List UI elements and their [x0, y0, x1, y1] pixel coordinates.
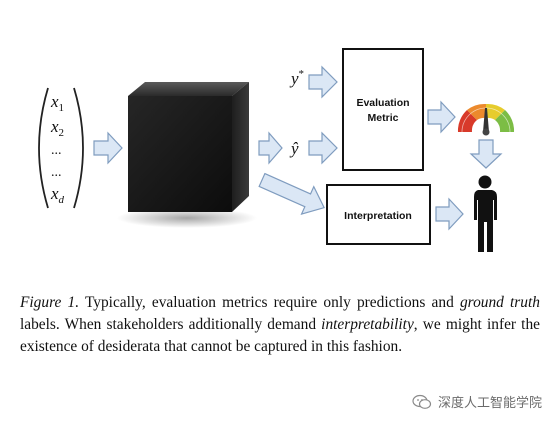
gauge-needle: [483, 108, 489, 132]
left-paren: [38, 87, 49, 209]
gauge-icon: [457, 103, 515, 136]
input-ellipsis-2: ...: [51, 165, 62, 180]
watermark: 深度人工智能学院: [412, 392, 542, 411]
arrow-gauge-to-person: [469, 139, 503, 169]
caption-text-3: , we might infer the existence of deside…: [20, 316, 540, 355]
input-x2: x2: [50, 117, 64, 139]
caption-emphasis-interpretability: interpretability: [321, 316, 414, 333]
cube-top: [128, 82, 249, 96]
interpretation-label: Interpretation: [344, 210, 412, 222]
diagram: x1 x2 ... ... xd y* ŷ Evaluation Metric: [38, 48, 515, 252]
input-x1: x1: [50, 92, 64, 114]
arrow-model-to-interpretation: [258, 172, 325, 215]
prediction-label: ŷ: [289, 139, 299, 158]
arrow-interpretation-to-person: [435, 197, 464, 231]
figure-caption: Figure 1. Typically, evaluation metrics …: [20, 292, 540, 358]
arrow-model-to-yhat: [258, 131, 283, 165]
input-vector: x1 x2 ... ... xd: [38, 87, 84, 209]
arrow-ystar-to-metric: [308, 65, 338, 99]
wechat-icon: [412, 394, 432, 409]
right-paren: [73, 87, 84, 209]
interpretation-box: Interpretation: [326, 184, 431, 245]
figure-label: Figure 1.: [20, 294, 80, 311]
input-ellipsis-1: ...: [51, 143, 62, 158]
caption-text-2: labels. When stakeholders additionally d…: [20, 316, 322, 333]
watermark-text: 深度人工智能学院: [438, 396, 543, 411]
black-box-model: [117, 82, 257, 228]
cube-front: [128, 96, 232, 212]
arrow-input-to-model: [93, 131, 123, 165]
ground-truth-label: y*: [289, 68, 304, 88]
input-xd: xd: [50, 184, 65, 206]
cube-side: [232, 82, 249, 212]
caption-text-1: Typically, evaluation metrics require on…: [79, 294, 460, 311]
evaluation-metric-label-line2: Metric: [368, 112, 399, 124]
arrow-yhat-to-metric: [308, 131, 338, 165]
arrow-metric-to-gauge: [427, 100, 456, 134]
caption-emphasis-ground-truth: ground truth: [459, 294, 540, 311]
stakeholder-person-icon: [474, 175, 497, 252]
evaluation-metric-label-line1: Evaluation: [356, 97, 409, 109]
evaluation-metric-box: Evaluation Metric: [342, 48, 424, 171]
